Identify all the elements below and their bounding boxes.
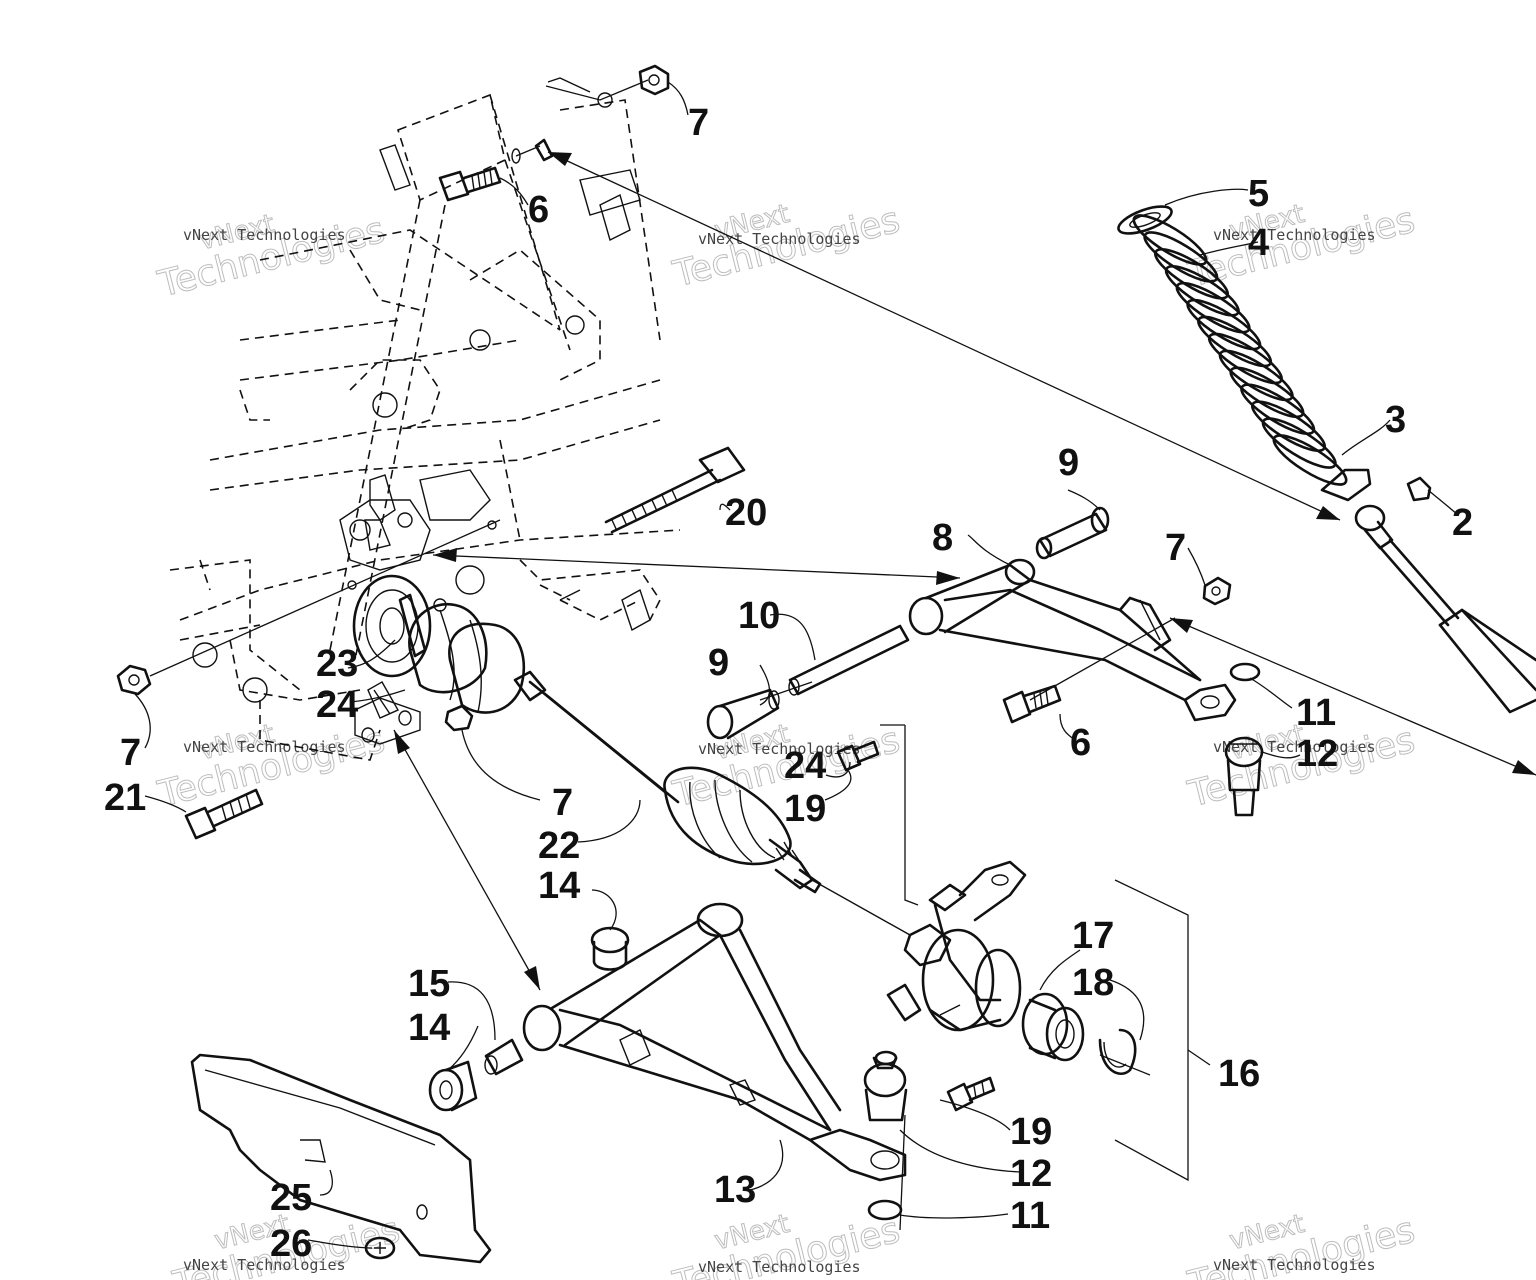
- callout-7-left: 7: [120, 732, 141, 774]
- callout-4: 4: [1248, 222, 1269, 264]
- steering-knuckle: [886, 860, 1027, 1032]
- callout-11-lower: 11: [1010, 1195, 1050, 1237]
- spring-retainer-3: [1320, 468, 1372, 502]
- callout-9-left: 9: [708, 642, 729, 684]
- callout-22: 22: [538, 825, 580, 867]
- callout-6-right: 6: [1070, 722, 1091, 764]
- bushing-14-left: [428, 1060, 478, 1112]
- callout-3: 3: [1385, 399, 1406, 441]
- bracket-washers: [354, 697, 474, 745]
- bushing-15: [484, 1038, 524, 1076]
- callout-12-lower: 12: [1010, 1153, 1052, 1195]
- bolt-6-top: [438, 148, 521, 202]
- sleeve-10: [788, 624, 910, 696]
- callout-7-right: 7: [1165, 527, 1186, 569]
- callout-21: 21: [104, 777, 146, 819]
- callout-16: 16: [1218, 1053, 1260, 1095]
- wheel-bearing-17: [1021, 992, 1085, 1062]
- snap-ring-18: [1098, 1028, 1137, 1075]
- pin-top: [534, 138, 554, 162]
- bolt-19-lower: [946, 1076, 996, 1112]
- bushing-14-top: [590, 926, 630, 971]
- callout-13: 13: [714, 1169, 756, 1211]
- bolt-19-upper: [836, 740, 880, 772]
- callout-7-top: 7: [688, 102, 709, 144]
- callout-10: 10: [738, 595, 780, 637]
- callout-18: 18: [1072, 962, 1114, 1004]
- callout-14-top: 14: [538, 865, 580, 907]
- nut-7-left: [116, 664, 152, 696]
- coil-spring-4: [1132, 214, 1348, 486]
- callout-14-left: 14: [408, 1007, 450, 1049]
- upper-a-arm-8: [908, 558, 1237, 722]
- callout-15: 15: [408, 963, 450, 1005]
- bushing-9-left: [706, 688, 780, 740]
- washer-24-left: [367, 681, 399, 719]
- bushing-9-top: [1035, 506, 1110, 560]
- callout-9-top: 9: [1058, 442, 1079, 484]
- watermark-small: vNext Technologies: [1213, 226, 1376, 244]
- watermark-small: vNext Technologies: [183, 738, 346, 756]
- watermark-small: vNext Technologies: [1213, 1256, 1376, 1274]
- nut-7-right: [1202, 576, 1232, 606]
- callout-20: 20: [725, 492, 767, 534]
- watermark-small: vNext Technologies: [698, 1258, 861, 1276]
- callout-19-upper: 19: [784, 788, 826, 830]
- callout-labels: 7 6 5 4 3 2 9 8 7 20 10 9 6 11 12 23 24 …: [104, 102, 1473, 1265]
- lower-a-arm-13: [522, 902, 907, 1182]
- ball-joint-12-lower: [863, 1050, 908, 1122]
- watermark-small: vNext Technologies: [183, 226, 346, 244]
- bolt-6-right: [1002, 684, 1062, 724]
- callout-24-left: 24: [316, 684, 358, 726]
- guard-25: [190, 1053, 492, 1264]
- callout-7-mid: 7: [552, 782, 573, 824]
- callout-26: 26: [270, 1223, 312, 1265]
- watermark-small: vNext Technologies: [183, 1256, 346, 1274]
- differential-output: [352, 574, 432, 678]
- callout-23: 23: [316, 643, 358, 685]
- callout-6-top: 6: [528, 189, 549, 231]
- assembly-lines: [149, 79, 1536, 1231]
- callout-25: 25: [270, 1177, 312, 1219]
- nut-7-top: [638, 64, 670, 96]
- callout-leaders: [134, 81, 1459, 1249]
- callout-5: 5: [1248, 173, 1269, 215]
- bolt-21: [184, 788, 264, 840]
- callout-12-upper: 12: [1296, 733, 1338, 775]
- bushing-2: [1406, 476, 1432, 502]
- callout-19-lower: 19: [1010, 1111, 1052, 1153]
- watermark-small: vNext Technologies: [1213, 738, 1376, 756]
- vehicle-frame: [169, 77, 681, 761]
- bolt-20: [604, 446, 746, 534]
- callout-2: 2: [1452, 502, 1473, 544]
- drive-axle-22: [398, 593, 911, 936]
- shock-absorber: [1354, 504, 1536, 714]
- spring-coil: [1272, 434, 1348, 486]
- callout-11-upper: 11: [1296, 692, 1336, 734]
- watermark-small: vNext Technologies: [698, 230, 861, 248]
- watermark-small: vNext Technologies: [698, 740, 861, 758]
- circlip-11-upper: [1229, 662, 1261, 682]
- callout-8: 8: [932, 517, 953, 559]
- callout-17: 17: [1072, 915, 1114, 957]
- callout-24-mid: 24: [784, 745, 826, 787]
